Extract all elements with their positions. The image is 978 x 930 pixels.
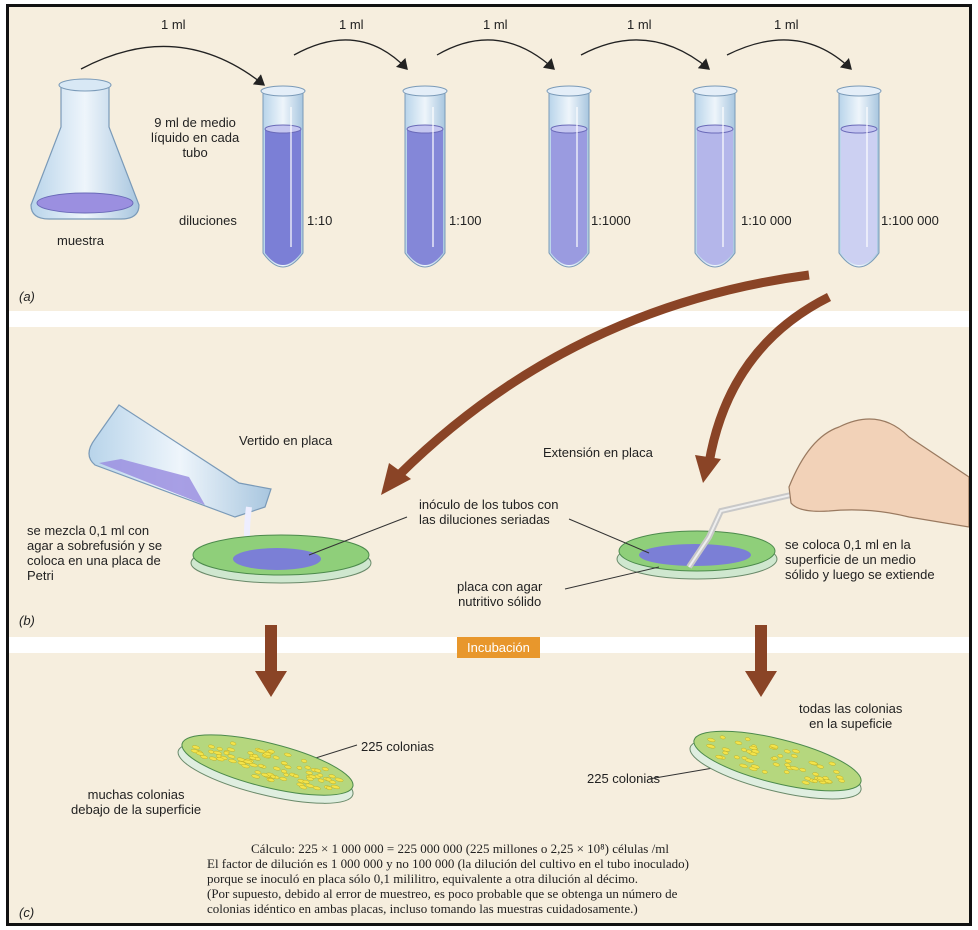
incubation-arrows [255, 625, 777, 697]
transfer-label: 1 ml [774, 17, 799, 32]
calc-line: (Por supuesto, debido al error de muestr… [207, 886, 927, 901]
calc-line: El factor de dilución es 1 000 000 y no … [207, 856, 927, 871]
transfer-label: 1 ml [627, 17, 652, 32]
flask-label: muestra [57, 233, 104, 248]
panel-label-c: (c) [19, 905, 34, 920]
transfer-label: 1 ml [483, 17, 508, 32]
transfer-arrow [81, 46, 264, 85]
calc-line: colonias idéntico en ambas placas, inclu… [207, 901, 927, 916]
incubation-badge: Incubación [457, 637, 540, 658]
figure-frame: 1 ml 1 ml 1 ml 1 ml 1 ml muestra 9 ml de… [6, 4, 972, 926]
dilution-value: 1:100 [449, 213, 482, 228]
transfer-arrow [581, 40, 709, 69]
dilutions-label: diluciones [179, 213, 237, 228]
test-tube [403, 86, 447, 267]
panel-label-b: (b) [19, 613, 35, 628]
inoculum-label: inóculo de los tubos con las diluciones … [419, 497, 558, 527]
right-count-label: 225 colonias [587, 771, 660, 786]
test-tube [837, 86, 881, 267]
leader-line [565, 567, 659, 589]
transfer-label: 1 ml [339, 17, 364, 32]
test-tube [547, 86, 591, 267]
calc-line: porque se inoculó en placa sólo 0,1 mili… [207, 871, 927, 886]
leader-line [569, 519, 649, 553]
transfer-arrow [294, 40, 407, 69]
sample-flask [31, 79, 139, 219]
dilution-value: 1:1000 [591, 213, 631, 228]
transfer-arrow [437, 40, 554, 69]
calculation-text: Cálculo: 225 × 1 000 000 = 225 000 000 (… [207, 841, 927, 916]
pour-mix-label: se mezcla 0,1 ml con agar a sobrefusión … [27, 523, 162, 583]
band-1 [9, 311, 969, 327]
panel-label-a: (a) [19, 289, 35, 304]
right-surface-label: todas las colonias en la supeficie [799, 701, 902, 731]
medium-label: 9 ml de medio líquido en cada tubo [151, 115, 239, 160]
calc-line: Cálculo: 225 × 1 000 000 = 225 000 000 (… [207, 841, 927, 856]
petri-result-right [685, 718, 868, 811]
dilution-value: 1:100 000 [881, 213, 939, 228]
pour-plate-title: Vertido en placa [239, 433, 332, 448]
tubes [261, 86, 881, 267]
transfer-label: 1 ml [161, 17, 186, 32]
test-tube [693, 86, 737, 267]
spread-label: se coloca 0,1 ml en la superficie de un … [785, 537, 935, 582]
agar-plate-label: placa con agar nutritivo sólido [457, 579, 542, 609]
dilution-value: 1:10 000 [741, 213, 792, 228]
left-below-label: muchas colonias debajo de la superficie [71, 787, 201, 817]
left-count-label: 225 colonias [361, 739, 434, 754]
spread-plate-title: Extensión en placa [543, 445, 653, 460]
test-tube [261, 86, 305, 267]
dilution-value: 1:10 [307, 213, 332, 228]
petri-pour [191, 535, 371, 583]
transfer-arrow [727, 40, 851, 69]
